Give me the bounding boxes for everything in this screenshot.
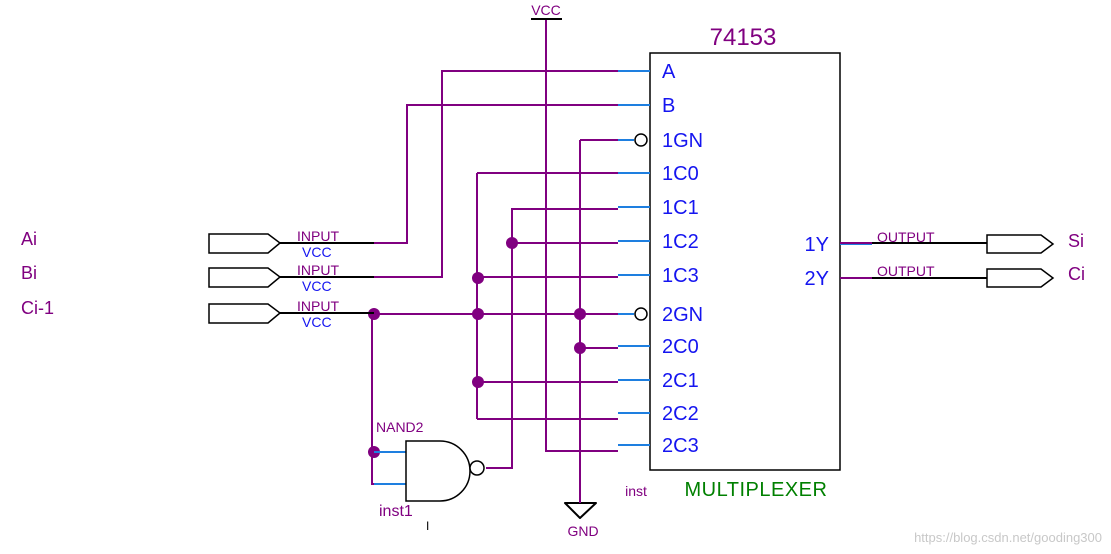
pin-label-2y: 2Y xyxy=(805,268,829,290)
junction-dot xyxy=(506,237,518,249)
input-name-ci-1: Ci-1 xyxy=(21,298,54,318)
chip-left-pin-labels: A B 1GN 1C0 1C1 1C2 1C3 2GN 2C0 2C1 2C2 … xyxy=(662,61,703,457)
stray-mark: I xyxy=(426,519,429,533)
chip-74153[interactable] xyxy=(649,52,841,471)
input-port-bi[interactable]: Bi INPUT VCC xyxy=(21,262,374,294)
gnd-label: GND xyxy=(567,523,598,539)
pin-label-2c0: 2C0 xyxy=(662,336,699,358)
pin-label-1c1: 1C1 xyxy=(662,197,699,219)
input-name-ai: Ai xyxy=(21,229,37,249)
chip-type-label: MULTIPLEXER xyxy=(685,479,828,501)
chip-inst-label: inst xyxy=(625,483,647,499)
pin-label-2c2: 2C2 xyxy=(662,403,699,425)
pin-label-1c3: 1C3 xyxy=(662,265,699,287)
wires xyxy=(371,20,872,503)
nand-type-label: NAND2 xyxy=(376,419,424,435)
input-default-ci-1: VCC xyxy=(302,314,332,330)
junction-dot xyxy=(574,308,586,320)
pin-label-a: A xyxy=(662,61,676,83)
output-port-ci[interactable]: OUTPUT Ci xyxy=(872,263,1085,288)
chip-part-label: 74153 xyxy=(710,24,777,51)
pin-label-1y: 1Y xyxy=(805,234,829,256)
junction-dot xyxy=(472,308,484,320)
gnd-symbol[interactable]: GND xyxy=(564,502,599,539)
vcc-symbol[interactable]: VCC xyxy=(531,2,562,20)
input-port-ai[interactable]: Ai INPUT VCC xyxy=(21,228,374,260)
input-kind-bi: INPUT xyxy=(297,262,339,278)
input-port-ci-1[interactable]: Ci-1 INPUT VCC xyxy=(21,298,374,330)
inversion-bubble-2gn xyxy=(634,307,648,321)
input-kind-ci-1: INPUT xyxy=(297,298,339,314)
pin-label-b: B xyxy=(662,95,675,117)
input-name-bi: Bi xyxy=(21,263,37,283)
nand-output-bubble xyxy=(469,460,485,476)
watermark: https://blog.csdn.net/gooding300 xyxy=(914,530,1102,545)
input-default-ai: VCC xyxy=(302,244,332,260)
junction-dot xyxy=(472,376,484,388)
input-kind-ai: INPUT xyxy=(297,228,339,244)
output-port-si[interactable]: OUTPUT Si xyxy=(872,229,1084,254)
output-name-si: Si xyxy=(1068,231,1084,251)
pin-label-2gn: 2GN xyxy=(662,304,703,326)
nand-gate[interactable]: NAND2 inst1 xyxy=(374,419,485,520)
inversion-bubble-1gn xyxy=(634,133,648,147)
pin-label-1c2: 1C2 xyxy=(662,231,699,253)
pin-label-1c0: 1C0 xyxy=(662,163,699,185)
nand-inst-label: inst1 xyxy=(379,503,413,520)
output-kind-ci: OUTPUT xyxy=(877,263,935,279)
pin-label-2c1: 2C1 xyxy=(662,370,699,392)
pin-label-1gn: 1GN xyxy=(662,130,703,152)
chip-body[interactable] xyxy=(649,52,841,471)
junction-dot xyxy=(472,272,484,284)
chip-left-pin-stubs xyxy=(618,70,650,446)
pin-label-2c3: 2C3 xyxy=(662,435,699,457)
input-default-bi: VCC xyxy=(302,278,332,294)
output-name-ci: Ci xyxy=(1068,264,1085,284)
output-kind-si: OUTPUT xyxy=(877,229,935,245)
junction-dot xyxy=(574,342,586,354)
vcc-label: VCC xyxy=(531,2,561,18)
